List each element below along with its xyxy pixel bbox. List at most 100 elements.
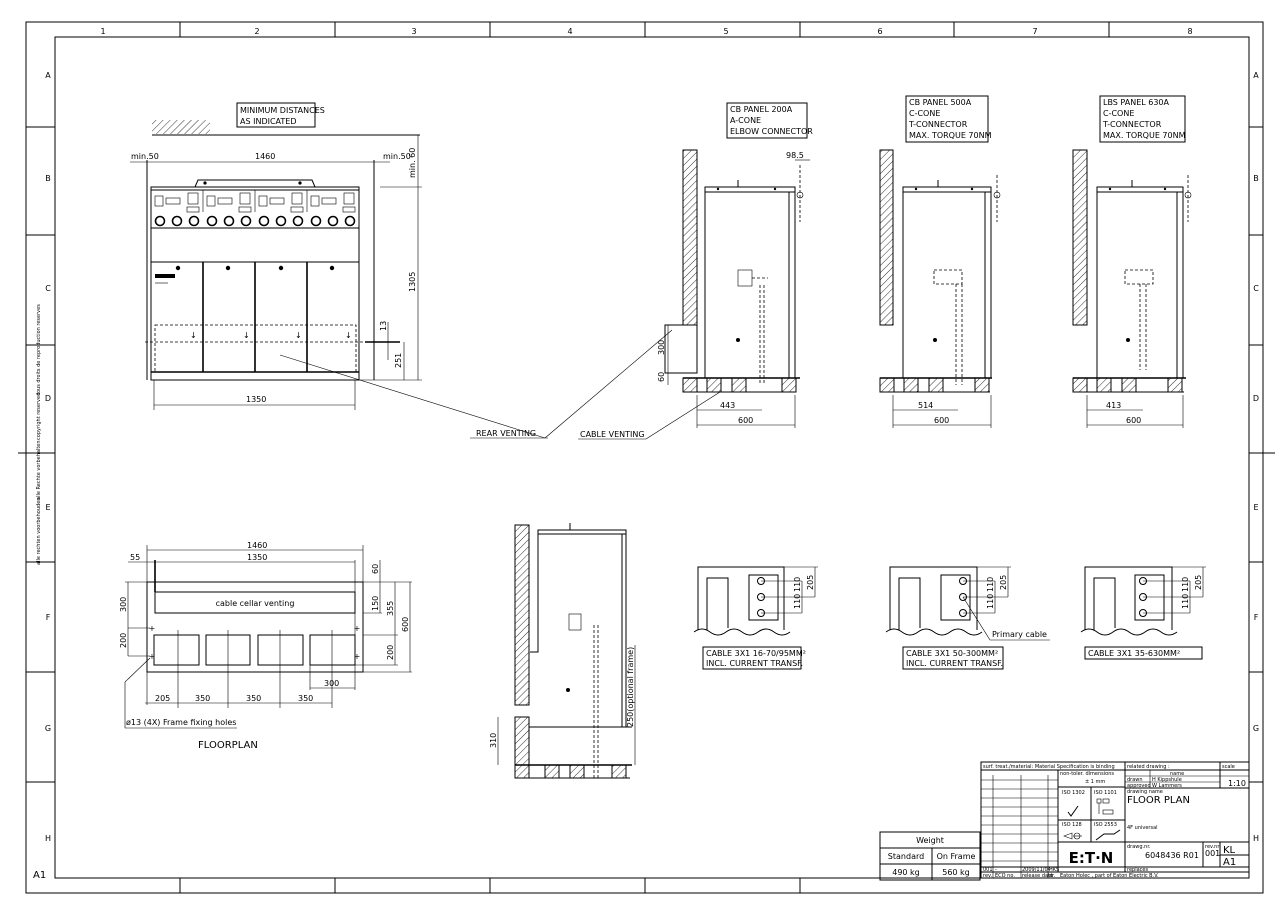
dim-depth: 600 xyxy=(738,416,753,425)
column-label: 6 xyxy=(877,27,882,36)
fixing-hole-icon: + xyxy=(149,652,156,661)
row-label: F xyxy=(1254,613,1259,622)
svg-text:↓: ↓ xyxy=(190,331,197,340)
row-label: D xyxy=(1253,394,1259,403)
dim-205: 205 xyxy=(155,694,170,703)
panel-label-line: CB PANEL 200A xyxy=(730,105,793,114)
row-label: B xyxy=(1253,174,1259,183)
side-view-on-frame: 310 250(optional frame) xyxy=(489,523,636,780)
column-label: 4 xyxy=(567,27,572,36)
column-label: 2 xyxy=(254,27,259,36)
primary-cable-callout: Primary cable xyxy=(992,630,1047,639)
margin-note: copyright reserved xyxy=(36,393,42,440)
column-label: 3 xyxy=(411,27,416,36)
dim-top: 98.5 xyxy=(786,151,804,160)
dim-base-width: 1350 xyxy=(246,395,266,404)
column-label: 7 xyxy=(1032,27,1037,36)
row-label: H xyxy=(1253,834,1259,843)
dim-width: 1460 xyxy=(255,152,275,161)
svg-text:↓: ↓ xyxy=(345,331,352,340)
row-label: H xyxy=(45,834,51,843)
fixing-hole-icon: + xyxy=(354,652,361,661)
drawing-subtitle: 4F universal xyxy=(1127,825,1158,831)
dim-355: 355 xyxy=(386,601,395,616)
side-view-lbs-630a: LBS PANEL 630A C-CONE T-CONNECTOR MAX. T… xyxy=(1072,95,1192,428)
row-label: C xyxy=(45,284,51,293)
row-label: E xyxy=(45,503,50,512)
cable-detail-1: 110 110 205 CABLE 3X1 16-70/95MM² INCL. … xyxy=(693,566,818,670)
venting-label: cable cellar venting xyxy=(216,599,295,608)
cable-label: CABLE 3X1 50-300MM² xyxy=(906,649,998,658)
dim-vent-height: 251 xyxy=(394,353,403,368)
drawing-code: KL xyxy=(1223,845,1236,856)
rev-nr-label: rev.nr. xyxy=(1205,844,1221,850)
dim-110: 110 xyxy=(986,594,995,609)
fixing-hole-icon: + xyxy=(354,624,361,633)
dim-inner: 1350 xyxy=(247,553,267,562)
panel-label-line: ELBOW CONNECTOR xyxy=(730,127,813,136)
panel-label-line: A-CONE xyxy=(730,116,761,125)
sheet-frame: 1 2 3 4 5 6 7 8 A B C D E F G H A B C D … xyxy=(18,21,1275,894)
sheet-format: A1 xyxy=(1223,857,1236,868)
operating-knobs xyxy=(154,215,356,227)
projection-symbol-icon xyxy=(1063,832,1082,840)
note-line: AS INDICATED xyxy=(240,117,297,126)
related-drawing: related drawing : xyxy=(1127,764,1170,770)
row-label: G xyxy=(45,724,51,733)
eco-value: - xyxy=(995,867,997,873)
margin-note: alle rechten voorbehouden xyxy=(36,498,42,565)
cable-label: CABLE 3X1 16-70/95MM² xyxy=(706,649,806,658)
ceiling-hatch xyxy=(152,120,210,134)
weight-value: 490 kg xyxy=(892,868,920,877)
surface-finish-icon xyxy=(1067,805,1079,817)
note-line: MINIMUM DISTANCES xyxy=(240,106,325,115)
dim-offset: 55 xyxy=(130,553,140,562)
dim-hole: 13 xyxy=(379,321,388,331)
scale-value: 1:10 xyxy=(1228,779,1246,788)
cable-label: INCL. CURRENT TRANSF. xyxy=(706,659,803,668)
margin-note: tous droits de reproduction reserves xyxy=(36,304,42,395)
panel-label-line: T-CONNECTOR xyxy=(908,120,968,129)
weight-header: Standard xyxy=(888,852,924,861)
dim-depth-cable: 413 xyxy=(1106,401,1121,410)
dim-110: 110 xyxy=(793,577,802,592)
dim-trench-gap: 60 xyxy=(657,372,666,382)
dim-60: 60 xyxy=(371,564,380,574)
dim-frame-base: 310 xyxy=(489,733,498,748)
iso-label: ISO 128 xyxy=(1062,822,1082,828)
replaces-label: replaces xyxy=(1127,867,1148,873)
approved-name: W Lammers xyxy=(1152,783,1182,789)
dr-header: dr. xyxy=(1049,873,1056,879)
row-label: D xyxy=(45,394,51,403)
iso-label: ISO 1101 xyxy=(1094,790,1117,796)
sheet-corner-label: A1 xyxy=(33,870,46,881)
rev-header: rev. xyxy=(983,873,993,879)
weight-table: Weight Standard On Frame 490 kg 560 kg xyxy=(879,831,981,881)
dim-110: 110 xyxy=(1181,594,1190,609)
row-labels: A B C D E F G H A B C D E F G H xyxy=(45,71,1259,843)
dim-200-right: 200 xyxy=(386,645,395,660)
dim-350: 350 xyxy=(246,694,261,703)
cable-label: INCL. CURRENT TRANSF. xyxy=(906,659,1003,668)
row-label: F xyxy=(46,613,51,622)
approved-label: approved xyxy=(1127,783,1151,789)
dim-205: 205 xyxy=(806,575,815,590)
dim-350: 350 xyxy=(195,694,210,703)
fixing-holes-note: ø13 (4X) Frame fixing holes xyxy=(126,718,236,727)
rev-number: 001 xyxy=(1205,849,1220,858)
optional-frame-note: 250(optional frame) xyxy=(626,647,635,727)
dim-depth: 600 xyxy=(1126,416,1141,425)
material-note: surf. treat./material: Material Specific… xyxy=(983,764,1115,770)
drawing-nr-label: drawg.nr. xyxy=(1127,844,1151,850)
drawing-number: 6048436 R01 xyxy=(1145,851,1199,860)
release-header: release date xyxy=(1022,873,1053,879)
dim-top-min: min. 60 xyxy=(408,148,417,178)
dim-300-left: 300 xyxy=(119,597,128,612)
dim-110: 110 xyxy=(793,594,802,609)
iso-label: ISO 2553 xyxy=(1094,822,1117,828)
panel-label-line: T-CONNECTOR xyxy=(1102,120,1162,129)
panel-label-line: C-CONE xyxy=(909,109,940,118)
tolerance-value: ± 1 mm xyxy=(1085,779,1105,785)
dim-depth: 600 xyxy=(934,416,949,425)
